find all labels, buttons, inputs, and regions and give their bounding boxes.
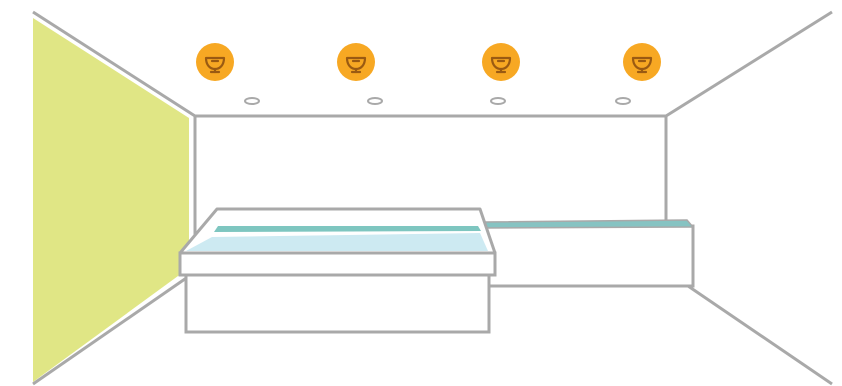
back-bench-top: [485, 220, 693, 228]
back-bench-body: [485, 226, 693, 286]
light-badge-3[interactable]: [482, 43, 520, 81]
light-badge-1[interactable]: [196, 43, 234, 81]
light-badge-4[interactable]: [623, 43, 661, 81]
bed-top-teal: [214, 226, 481, 232]
light-badge-2[interactable]: [337, 43, 375, 81]
bed-edge: [180, 253, 495, 275]
back-bench: [485, 220, 693, 286]
floor-edge-right: [666, 271, 832, 384]
left-wall: [33, 18, 189, 382]
ceiling-vent-icon: [245, 98, 259, 104]
ceiling-vent-icon: [491, 98, 505, 104]
bed-base: [186, 270, 489, 332]
ceiling-vent-icon: [368, 98, 382, 104]
light-badges: [196, 43, 661, 81]
ceiling-vents: [245, 98, 630, 104]
ceiling-edge-right: [666, 12, 832, 116]
bed: [180, 209, 495, 332]
ceiling-vent-icon: [616, 98, 630, 104]
